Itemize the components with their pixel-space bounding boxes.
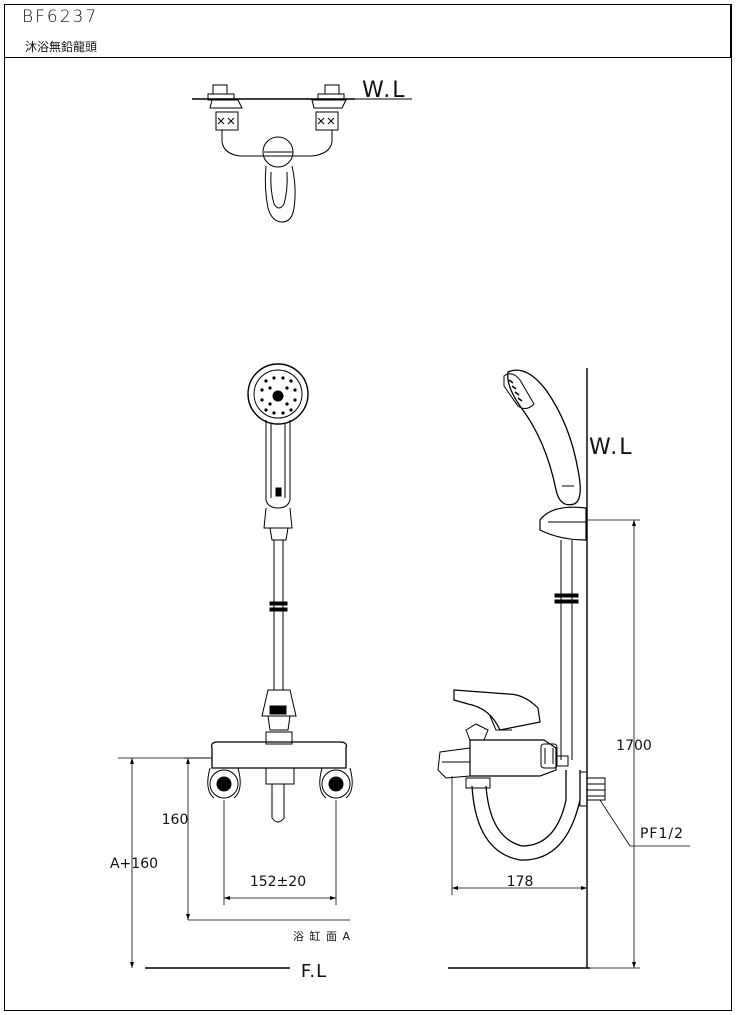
side-dim-arrows (452, 520, 636, 968)
dim-160: 160 (162, 812, 189, 828)
side-dimensions (451, 519, 690, 969)
tub-surface-label: 浴 缸 面 A (293, 929, 351, 943)
dim-a-plus-160: A+160 (110, 856, 158, 872)
front-dimensions (118, 757, 590, 969)
water-line-label-top: W.L (362, 78, 406, 103)
product-name: 沐浴無鉛龍頭 (25, 40, 98, 54)
dim-178: 178 (507, 874, 534, 890)
top-view (192, 84, 412, 223)
side-view (437, 368, 606, 968)
dim-1700: 1700 (616, 738, 652, 754)
floor-line-label: F.L (301, 961, 327, 982)
outer-frame (4, 4, 732, 1011)
dim-pipe-spacing: 152±20 (250, 874, 306, 890)
front-view (207, 363, 353, 823)
water-line-label-side: W.L (589, 435, 633, 460)
model-code: BF6237 (22, 7, 99, 27)
thread-spec-label: PF1/2 (640, 826, 684, 842)
front-dim-arrows (130, 758, 336, 968)
